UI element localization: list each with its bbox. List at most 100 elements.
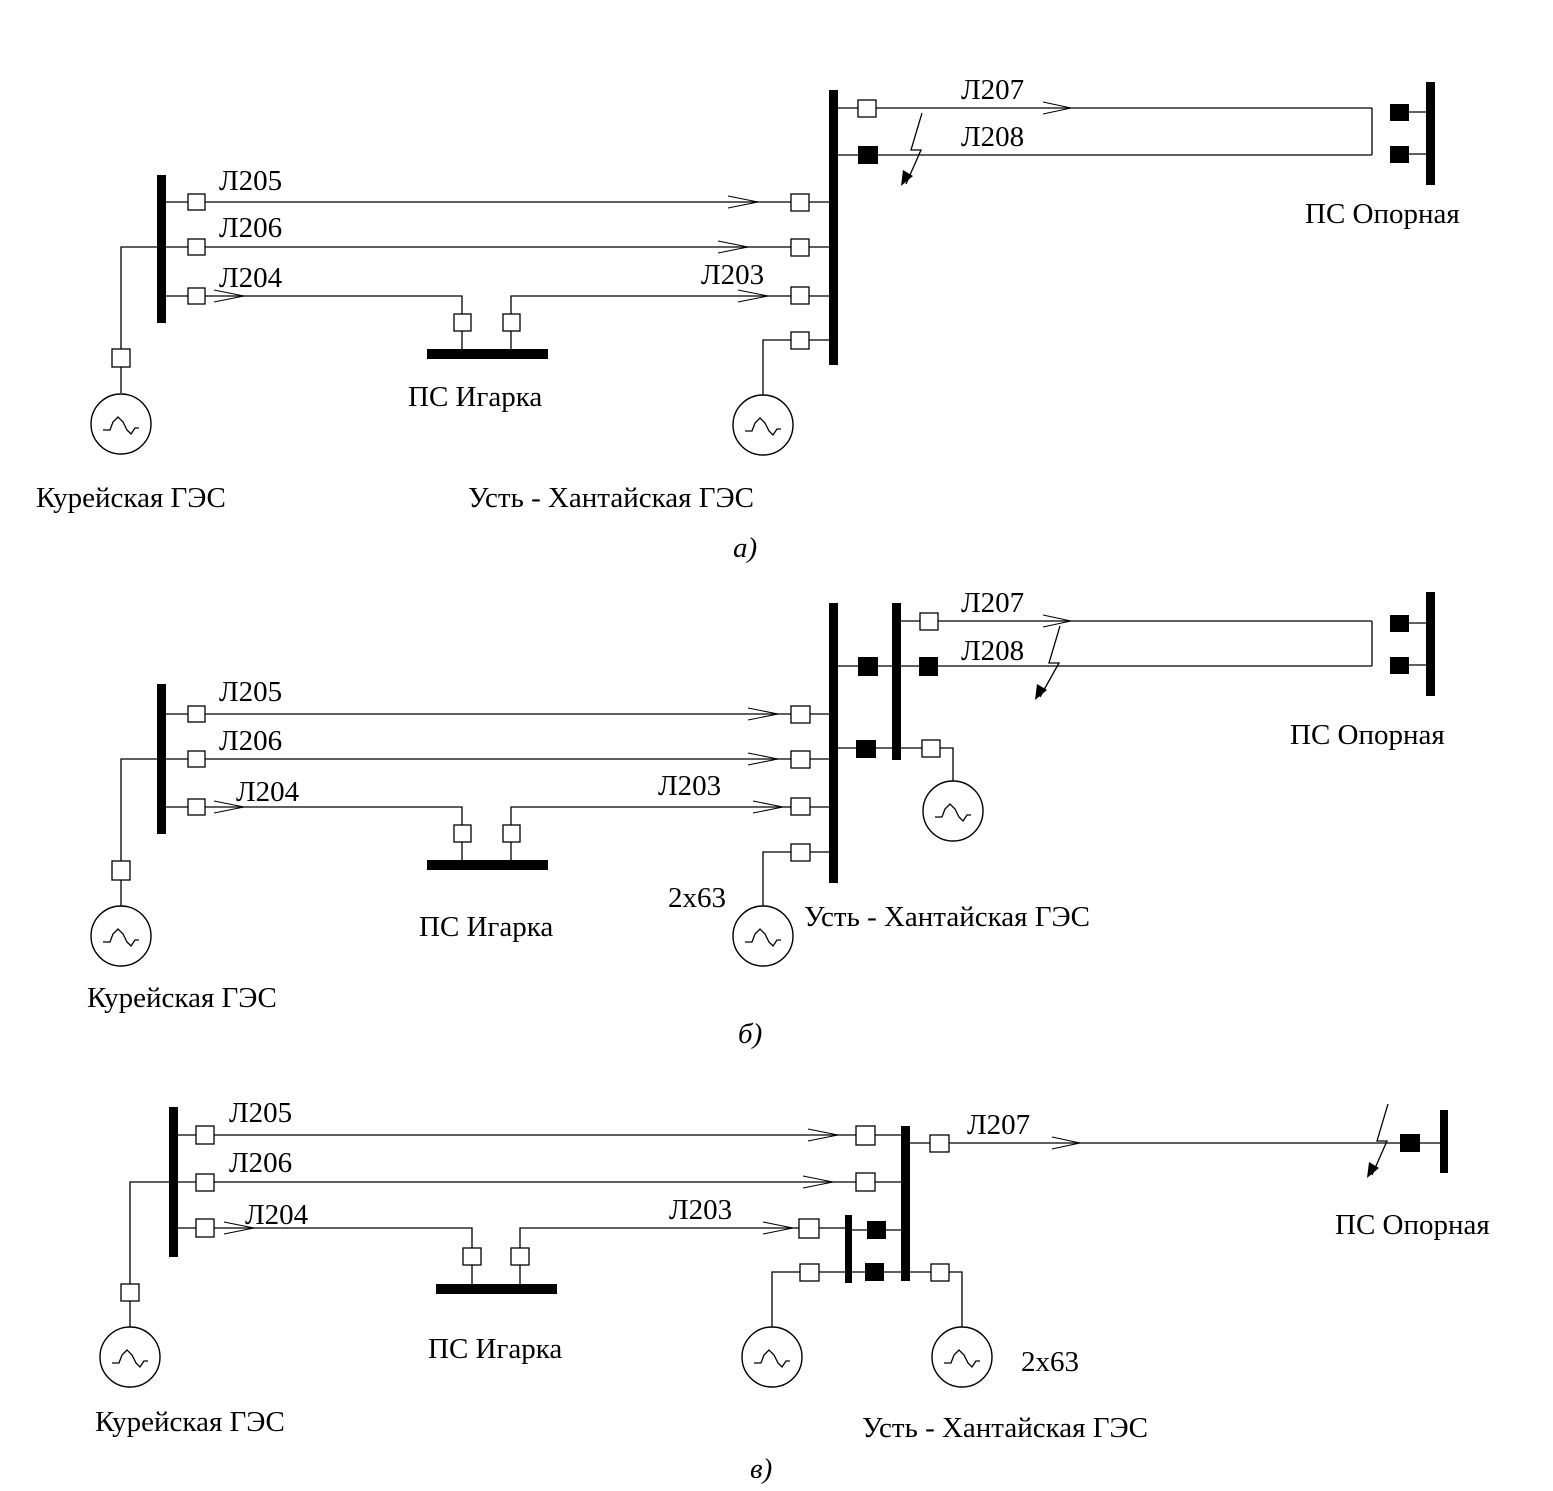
breaker-open — [790, 286, 810, 305]
line-label-l203: Л203 — [669, 1194, 732, 1226]
ust-khantaiskaya-bus — [829, 90, 838, 365]
breaker-open — [502, 313, 521, 332]
breaker-open — [187, 287, 206, 305]
line-label-l207: Л207 — [961, 587, 1024, 619]
breaker-open — [929, 1134, 950, 1153]
breaker-open — [790, 193, 810, 212]
generator-icon — [922, 780, 984, 842]
breaker-open — [790, 750, 811, 769]
opornaya-label: ПС Опорная — [1305, 198, 1460, 230]
breaker-open — [855, 1125, 876, 1146]
breaker-closed — [858, 146, 878, 164]
breaker-open — [195, 1218, 215, 1238]
breaker-open — [195, 1173, 215, 1192]
breaker-open — [798, 1218, 820, 1239]
kureiskaya-bus — [157, 175, 166, 323]
fault-icon — [1035, 625, 1061, 700]
breaker-closed — [865, 1263, 884, 1281]
igarka-label: ПС Игарка — [419, 911, 553, 943]
line-label-l205: Л205 — [219, 165, 282, 197]
kureiskaya-label: Курейская ГЭС — [36, 482, 226, 514]
breaker-open — [857, 99, 877, 118]
breaker-open — [187, 238, 206, 256]
breaker-open — [453, 824, 472, 843]
kureiskaya-label: Курейская ГЭС — [87, 982, 277, 1014]
opornaya-bus — [1426, 82, 1435, 185]
generator-icon — [90, 905, 152, 967]
generator-icon — [732, 905, 794, 967]
breaker-open — [790, 331, 810, 350]
fault-icon — [901, 112, 923, 186]
line-label-l205: Л205 — [219, 676, 282, 708]
breaker-open — [921, 739, 941, 758]
generator-icon — [741, 1326, 803, 1388]
igarka-bus — [436, 1284, 557, 1294]
generator-icon — [90, 393, 152, 455]
line-label-l205: Л205 — [229, 1097, 292, 1129]
breaker-open — [790, 238, 810, 257]
breaker-open — [790, 705, 811, 724]
opornaya-bus — [1426, 592, 1435, 696]
opornaya-label: ПС Опорная — [1335, 1209, 1490, 1241]
breaker-open — [111, 348, 131, 368]
breaker-open — [120, 1283, 140, 1302]
breaker-closed — [1400, 1134, 1420, 1152]
generator-icon — [931, 1326, 993, 1388]
generator-icon — [99, 1326, 161, 1388]
bus-section — [845, 1215, 852, 1283]
diagram-caption-b: б) — [738, 1018, 762, 1050]
kureiskaya-bus — [157, 684, 166, 834]
line-label-l208: Л208 — [961, 635, 1024, 667]
breaker-open — [790, 797, 811, 816]
breaker-open — [187, 798, 206, 816]
igarka-label: ПС Игарка — [428, 1333, 562, 1365]
breaker-closed — [867, 1221, 886, 1239]
igarka-bus — [427, 860, 548, 870]
diagram-c: Л205 Л206 Л204 Л203 Л207 ПС Опорная ПС И… — [95, 1097, 1490, 1485]
breaker-closed — [856, 740, 876, 758]
breaker-open — [510, 1247, 530, 1266]
generator-icon — [732, 394, 794, 456]
breaker-open — [799, 1263, 820, 1282]
breaker-open — [453, 313, 472, 332]
generator-rating-label: 2x63 — [668, 882, 726, 914]
line-label-l206: Л206 — [229, 1147, 292, 1179]
generator-rating-label: 2x63 — [1021, 1346, 1079, 1378]
bus-section — [892, 603, 901, 760]
ust-khantaiskaya-bus — [901, 1126, 910, 1281]
line-label-l206: Л206 — [219, 212, 282, 244]
ust-khantaiskaya-bus — [829, 603, 838, 883]
breaker-closed — [1390, 104, 1409, 121]
diagram-caption-c: в) — [750, 1453, 772, 1485]
line-label-l207: Л207 — [961, 74, 1024, 106]
ust-khantaiskaya-label: Усть - Хантайская ГЭС — [804, 901, 1090, 933]
line-label-l204: Л204 — [236, 776, 300, 808]
diagram-a: Л205 Л206 Л204 Л203 Л207 Л208 ПС Опорная… — [36, 74, 1460, 564]
breaker-open — [111, 860, 131, 881]
igarka-bus — [427, 349, 548, 359]
line-label-l203: Л203 — [701, 259, 764, 291]
breaker-open — [462, 1247, 482, 1266]
breaker-open — [187, 705, 206, 723]
ust-khantaiskaya-label: Усть - Хантайская ГЭС — [862, 1412, 1148, 1444]
line-label-l204: Л204 — [245, 1199, 309, 1231]
breaker-open — [930, 1263, 950, 1282]
line-label-l204: Л204 — [219, 262, 283, 294]
fault-icon — [1367, 1103, 1389, 1178]
opornaya-bus — [1440, 1110, 1448, 1173]
kureiskaya-label: Курейская ГЭС — [95, 1406, 285, 1438]
breaker-open — [855, 1172, 876, 1192]
breaker-open — [187, 750, 206, 768]
breaker-closed — [1390, 146, 1409, 163]
diagram-caption-a: а) — [733, 532, 757, 564]
breaker-closed — [1390, 657, 1409, 674]
breaker-open — [195, 1125, 215, 1145]
ust-khantaiskaya-label: Усть - Хантайская ГЭС — [468, 482, 754, 514]
diagram-b: Л205 Л206 Л204 Л203 Л207 Л208 ПС Опорная… — [87, 587, 1445, 1050]
breaker-open — [790, 843, 811, 862]
breaker-closed — [919, 657, 938, 676]
breaker-closed — [1390, 615, 1409, 632]
breaker-open — [502, 824, 521, 843]
breaker-closed — [858, 657, 878, 676]
